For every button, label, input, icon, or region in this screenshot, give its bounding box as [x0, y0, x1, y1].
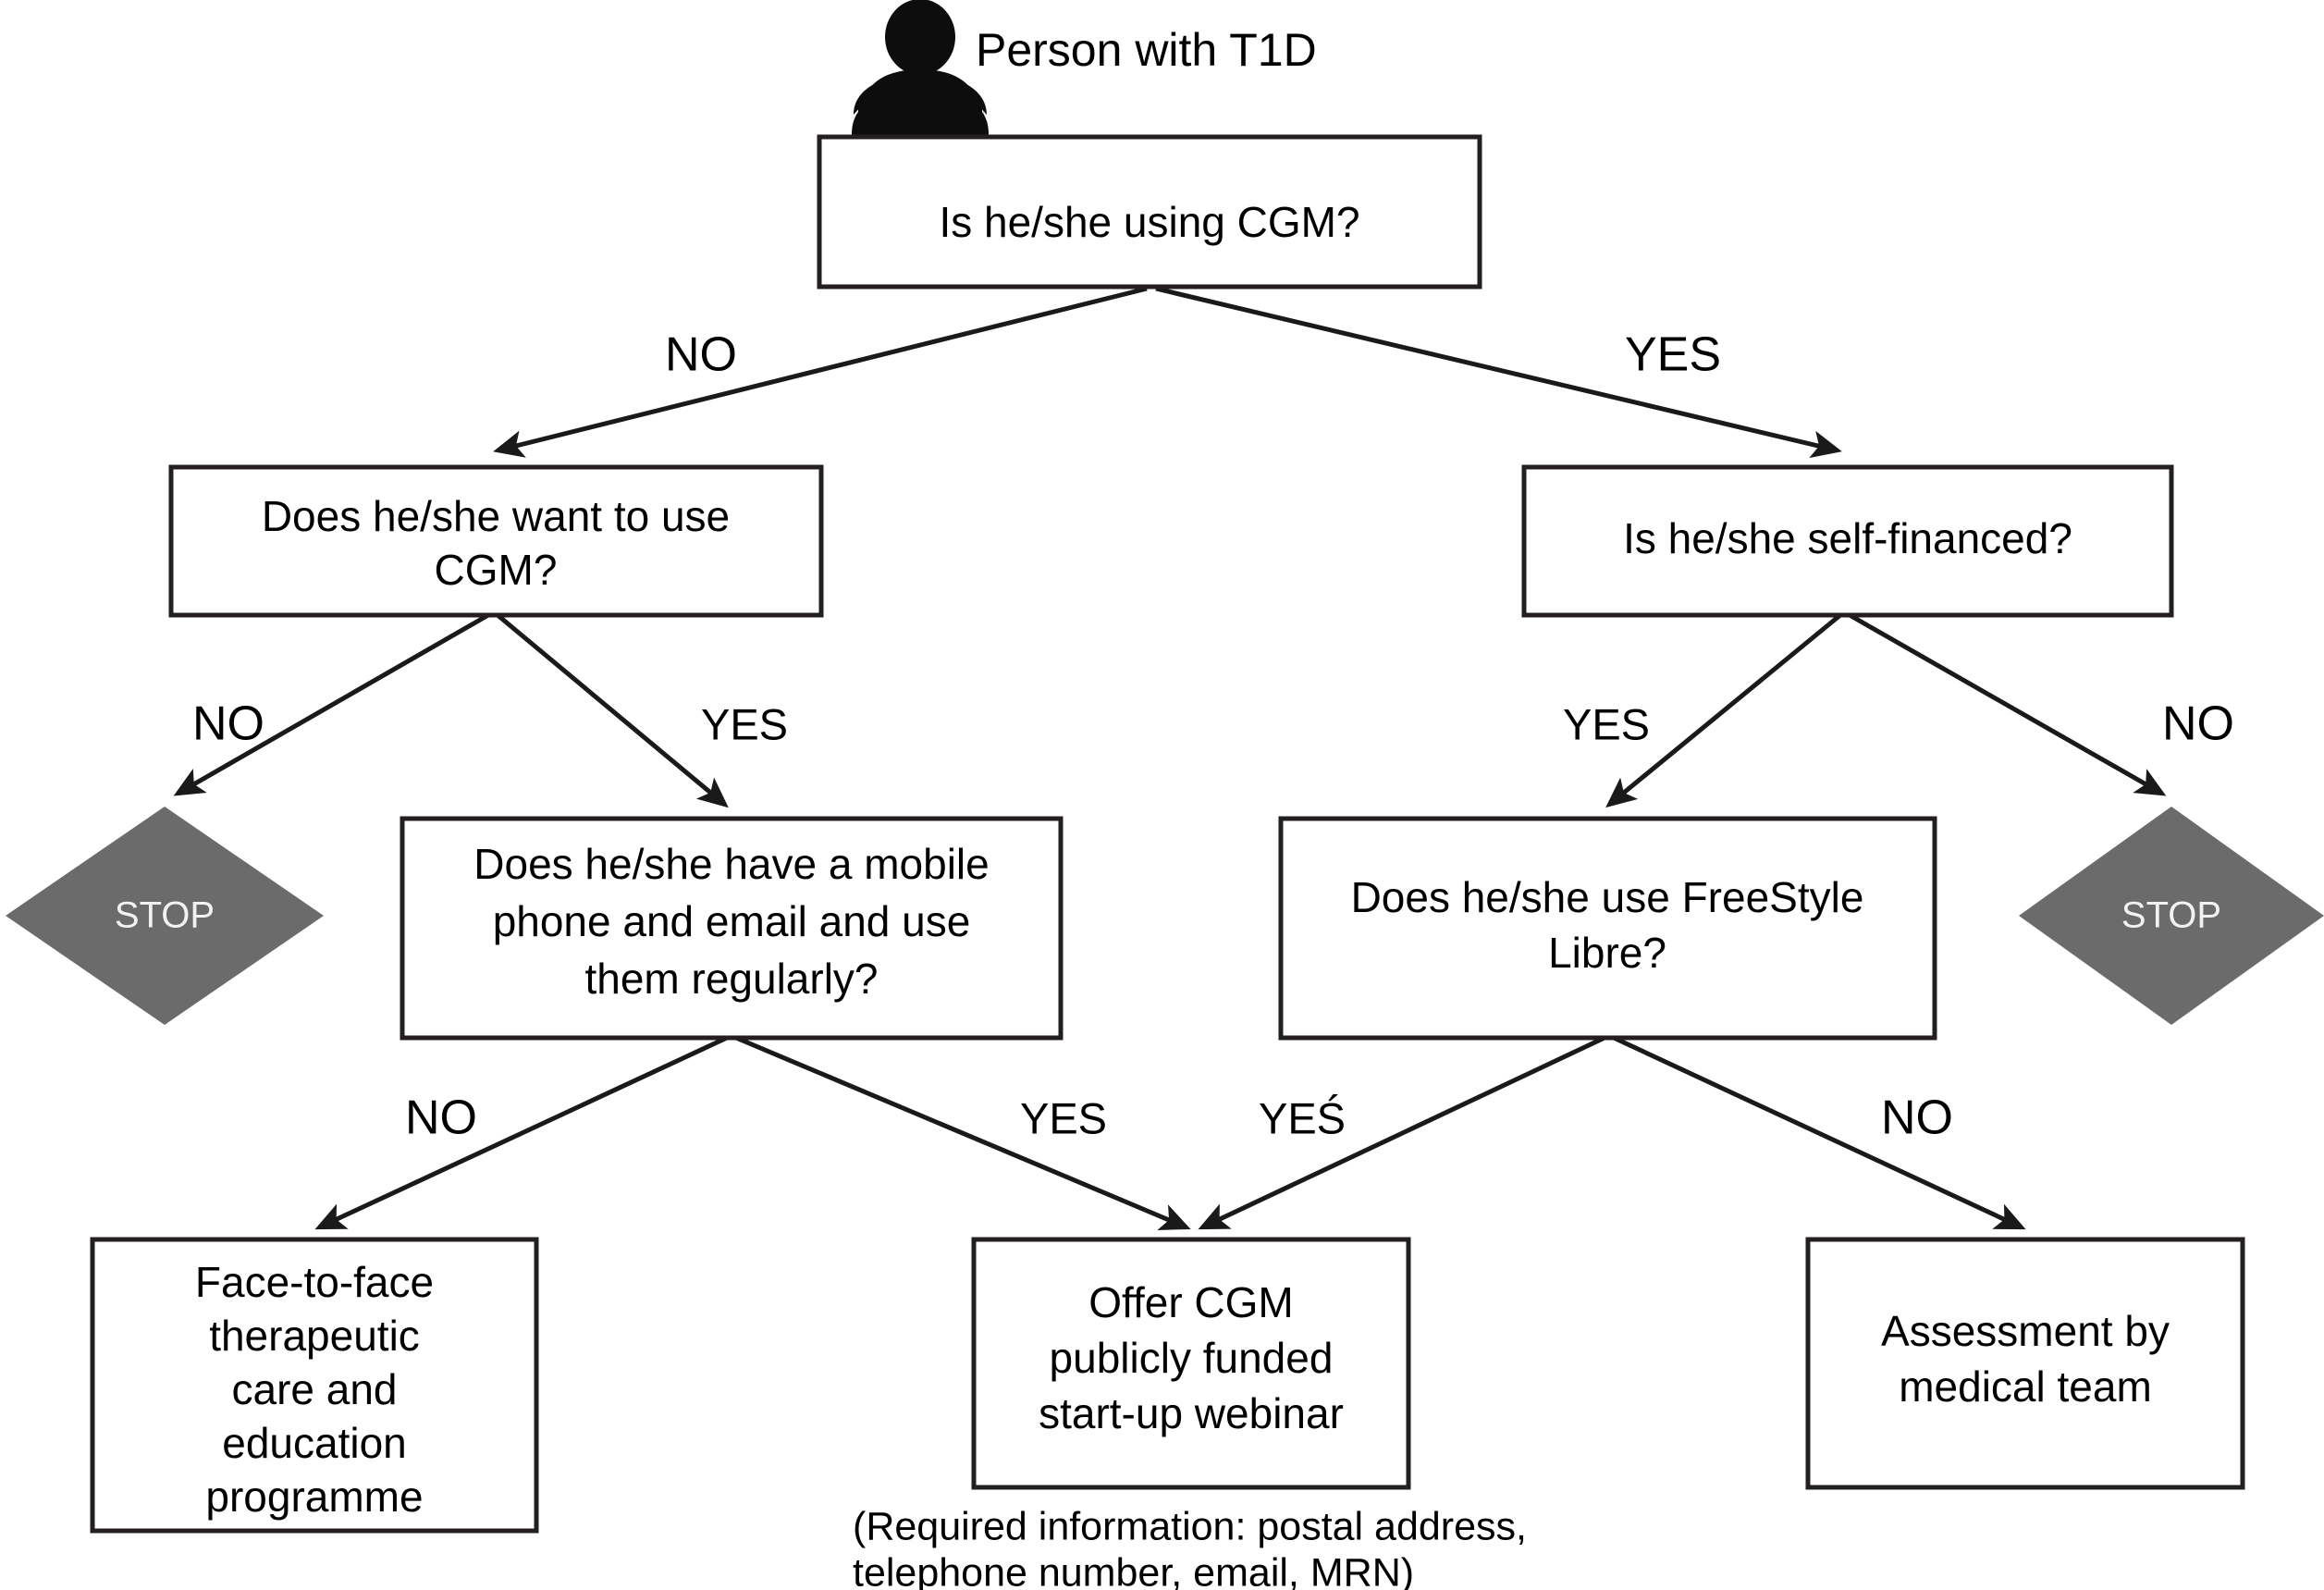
required-information-note: (Required information: postal address, t… [853, 1504, 1527, 1590]
edge-label-right-yes: YES [1563, 699, 1650, 748]
edge-left-to-mobile [496, 613, 729, 808]
face-to-face-line4: education [222, 1419, 407, 1467]
note-line2: telephone number, email, MRN) [853, 1550, 1414, 1590]
offer-cgm-line2: publicly funded [1050, 1334, 1334, 1382]
face-to-face-line3: care and [231, 1365, 397, 1413]
assessment-line2: medical team [1899, 1362, 2152, 1411]
node-assessment[interactable]: Assessment by medical team [1805, 1237, 2245, 1490]
edge-label-root-no: NO [665, 328, 737, 382]
node-left-question[interactable]: Does he/she want to use CGM? [168, 464, 824, 618]
node-libre-question[interactable]: Does he/she use FreeStyle Libre? [1278, 816, 1937, 1041]
node-stop-right[interactable]: STOP [2019, 807, 2324, 1025]
left-question-line2: CGM? [435, 546, 558, 594]
edge-label-left-yes: YES [701, 699, 788, 748]
edge-right-to-stop [1848, 612, 2167, 796]
person-icon [852, 0, 989, 142]
offer-cgm-line1: Offer CGM [1088, 1278, 1294, 1326]
edge-label-libre-yes: YEŚ [1259, 1093, 1346, 1142]
mobile-question-line2: phone and email and use [493, 897, 971, 945]
actor-label: Person with T1D [976, 24, 1317, 76]
stop-right-label: STOP [2121, 895, 2221, 936]
face-to-face-line1: Face-to-face [195, 1258, 434, 1306]
edge-root-to-right [1155, 286, 1842, 459]
face-to-face-line5: programme [205, 1473, 423, 1521]
edge-right-to-libre [1605, 613, 1842, 808]
edge-libre-to-assessment [1612, 1035, 2026, 1230]
edge-mobile-to-face [314, 1035, 729, 1230]
edge-label-libre-no: NO [1881, 1091, 1953, 1145]
stop-left-label: STOP [115, 895, 215, 936]
right-question-label: Is he/she self-financed? [1623, 514, 2072, 562]
offer-cgm-line3: start-up webinar [1039, 1389, 1344, 1437]
edge-label-right-no: NO [2162, 697, 2234, 751]
edge-label-root-yes: YES [1625, 328, 1721, 382]
edge-root-to-left [493, 286, 1148, 458]
left-question-line1: Does he/she want to use [262, 492, 730, 540]
note-line1: (Required information: postal address, [853, 1504, 1527, 1548]
assessment-line1: Assessment by [1881, 1307, 2170, 1355]
edge-mobile-to-offer [735, 1035, 1191, 1230]
node-root-question[interactable]: Is he/she using CGM? [817, 134, 1482, 290]
edge-label-left-no: NO [192, 697, 264, 751]
node-mobile-question[interactable]: Does he/she have a mobile phone and emai… [400, 816, 1064, 1041]
edge-label-mobile-yes: YES [1020, 1093, 1107, 1142]
node-offer-cgm[interactable]: Offer CGM publicly funded start-up webin… [971, 1237, 1411, 1490]
edge-label-mobile-no: NO [405, 1091, 477, 1145]
libre-question-line2: Libre? [1548, 929, 1666, 977]
mobile-question-line3: them regularly? [584, 955, 878, 1003]
mobile-question-line1: Does he/she have a mobile [473, 840, 989, 888]
node-stop-left[interactable]: STOP [6, 807, 324, 1025]
node-face-to-face[interactable]: Face-to-face therapeutic care and educat… [90, 1237, 539, 1534]
edge-libre-to-offer [1198, 1035, 1606, 1230]
edge-left-to-stop [173, 612, 490, 796]
node-right-question[interactable]: Is he/she self-financed? [1521, 464, 2174, 618]
root-question-label: Is he/she using CGM? [939, 198, 1359, 246]
face-to-face-line2: therapeutic [209, 1312, 420, 1360]
libre-question-line1: Does he/she use FreeStyle [1351, 873, 1864, 921]
